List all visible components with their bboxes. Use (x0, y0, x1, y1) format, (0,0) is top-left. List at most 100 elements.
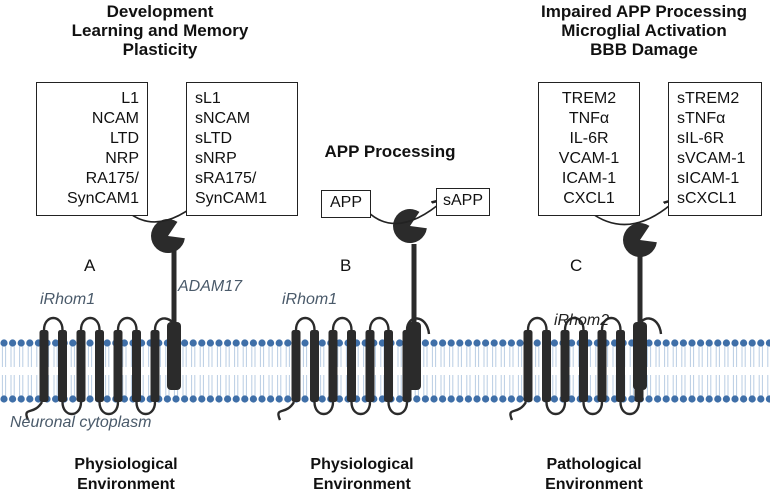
helix-loop (135, 401, 157, 416)
helix-loop (116, 316, 138, 331)
helix-loop (619, 401, 641, 416)
lipid-head (705, 339, 713, 347)
product-item: sIL-6R (677, 130, 725, 147)
lipid-head (533, 339, 541, 347)
adam17-transmembrane (167, 322, 181, 390)
lipid-head (318, 395, 326, 403)
protease-scissors-icon (151, 219, 185, 254)
heading-panel-a: Development Learning and Memory Plastici… (42, 2, 278, 59)
lipid-head (284, 339, 292, 347)
lipid-head (499, 395, 507, 403)
heading-line: Microglial Activation (561, 21, 727, 40)
environment-line: Physiological (74, 456, 178, 473)
lipid-head (275, 339, 283, 347)
lipid-head (439, 339, 447, 347)
lipid-head (482, 395, 490, 403)
adam17-transmembrane (407, 322, 421, 390)
substrate-item: SynCAM1 (66, 190, 139, 207)
lipid-head (0, 395, 8, 403)
transmembrane-helix (76, 330, 86, 402)
lipid-head (301, 395, 309, 403)
lipid-head (224, 339, 232, 347)
heading-panel-c: Impaired APP Processing Microglial Activ… (520, 2, 768, 59)
substrate-item: TNFα (568, 110, 610, 127)
lipid-head (464, 339, 472, 347)
lipid-head (654, 395, 662, 403)
lipid-head (258, 395, 266, 403)
lipid-head (249, 339, 257, 347)
lipid-head (533, 395, 541, 403)
lipid-head (17, 339, 25, 347)
substrate-item: RA175/ (85, 170, 139, 187)
lipid-head (568, 395, 576, 403)
heading-line: APP Processing (324, 142, 456, 161)
lipid-head (731, 395, 739, 403)
lipid-head (765, 395, 770, 403)
lipid-head (421, 339, 429, 347)
environment-line: Environment (313, 476, 411, 493)
lipid-head (740, 395, 748, 403)
lipid-head (206, 339, 214, 347)
product-item: sVCAM-1 (677, 150, 746, 167)
protein-layer (25, 208, 663, 421)
lipid-head (267, 339, 275, 347)
lipid-head (490, 339, 498, 347)
transmembrane-helix (113, 330, 123, 402)
transmembrane-helix (150, 330, 160, 402)
lipid-head (0, 339, 8, 347)
lipid-head (396, 339, 404, 347)
product-item: sAPP (442, 192, 483, 209)
substrate-item: NCAM (91, 110, 139, 127)
lipid-head (722, 395, 731, 403)
transmembrane-helix (365, 330, 375, 402)
product-item: sCXCL1 (677, 190, 737, 207)
lipid-head (456, 339, 464, 347)
lipid-head (688, 395, 696, 403)
n-terminal-tail (509, 401, 528, 421)
helix-loop (582, 401, 604, 416)
lipid-head (241, 339, 249, 347)
lipid-head (765, 339, 770, 347)
helix-loop (368, 316, 390, 331)
lipid-head (198, 395, 206, 403)
lipid-head (284, 395, 292, 403)
adam17-stalk (411, 244, 417, 324)
lipid-head (335, 395, 343, 403)
lipid-head (748, 395, 756, 403)
rhom-label-b: iRhom1 (282, 291, 338, 308)
lipid-head (413, 395, 421, 403)
helix-loop (563, 316, 585, 331)
lipid-head (550, 339, 559, 347)
lipid-head (232, 339, 240, 347)
lipid-head (172, 395, 180, 403)
product-item: sRA175/ (195, 170, 257, 187)
lipid-head (26, 339, 34, 347)
transmembrane-helix (560, 330, 570, 402)
lipid-head (705, 395, 713, 403)
lipid-head (740, 339, 748, 347)
transmembrane-helix (579, 330, 588, 402)
substrate-item: CXCL1 (563, 190, 615, 207)
transmembrane-helix (95, 330, 104, 402)
adam17-transmembrane (633, 322, 647, 390)
substrate-item: LTD (109, 130, 139, 147)
lipid-head (215, 339, 223, 347)
transmembrane-helix (58, 330, 67, 402)
lipid-head (679, 395, 688, 403)
substrate-item: APP (329, 194, 362, 211)
lipid-head (722, 339, 731, 347)
helix-loop (545, 401, 567, 416)
protease-label-a: ADAM17 (178, 278, 243, 295)
arrow-b (367, 200, 444, 225)
environment-line: Environment (77, 476, 175, 493)
lipid-head (103, 339, 111, 347)
transmembrane-helix (347, 330, 356, 402)
transmembrane-helix (616, 330, 625, 402)
lipid-head (249, 395, 257, 403)
lipid-head (103, 395, 111, 403)
substrate-item: NRP (105, 150, 139, 167)
helix-loop (42, 316, 64, 331)
substrate-box-c: TREM2 TNFα IL-6R VCAM-1 ICAM-1 CXCL1 (538, 82, 640, 216)
lipid-head (17, 395, 25, 403)
transmembrane-helix (132, 330, 141, 402)
